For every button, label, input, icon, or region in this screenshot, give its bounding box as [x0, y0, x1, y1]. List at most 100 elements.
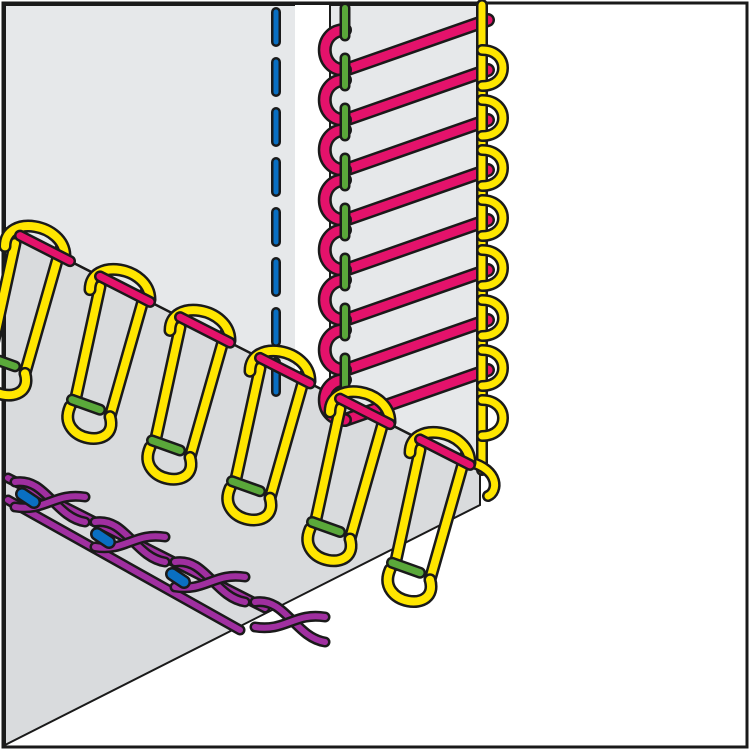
yellow-top-loop: [403, 425, 477, 470]
yellow-leg-core: [71, 282, 104, 406]
pink-edge-segment-core: [416, 435, 474, 469]
yellow-leg: [423, 450, 472, 587]
yellow-leg-core: [391, 445, 424, 569]
yellow-corner-loop-core: [466, 458, 499, 500]
green-tie: [0, 354, 21, 373]
yellow-top-loop-core: [406, 428, 474, 467]
pink-edge-loop: [317, 123, 352, 177]
yellow-edge-loop: [476, 94, 509, 142]
chain-loop: [9, 490, 91, 514]
pink-edge-loop-core: [320, 75, 350, 125]
pink-edge-segment-core: [256, 354, 314, 387]
chain-needle-knot: [165, 567, 191, 589]
chain-needle-knot-core: [17, 489, 39, 507]
yellow-bottom-loop: [0, 366, 33, 402]
yellow-edge-loop: [476, 144, 509, 192]
yellow-leg-core: [0, 239, 19, 332]
yellow-leg-core: [426, 452, 469, 584]
yellow-leg: [263, 368, 312, 505]
yellow-leg-core: [186, 330, 229, 462]
yellow-edge-loop-core: [478, 196, 507, 240]
pink-diagonal-bar: [338, 213, 495, 277]
pink-edge-segment-core: [96, 272, 154, 306]
horizontal-overlock-band: [0, 219, 477, 608]
yellow-top-loop: [0, 219, 72, 263]
yellow-top-loop-core: [86, 265, 154, 304]
pink-edge-loop: [317, 173, 352, 227]
green-tie-core: [388, 559, 424, 577]
pink-edge-segment-core: [336, 395, 394, 428]
pink-edge-loop-core: [320, 175, 350, 225]
yellow-edge-loop-core: [478, 246, 507, 290]
yellow-edge-loop-core: [478, 346, 507, 390]
yellow-edge-loop: [476, 44, 509, 92]
chain-needle-knot: [90, 527, 116, 549]
pink-diagonal-bar: [338, 113, 495, 177]
pink-diagonal-bar: [338, 313, 495, 377]
green-tie-core: [148, 436, 184, 454]
yellow-bottom-loop: [61, 400, 118, 445]
yellow-edge-loop: [476, 344, 509, 392]
pink-edge-loop-core: [320, 325, 350, 375]
chain-loop: [89, 530, 171, 554]
pink-edge-segment: [174, 311, 236, 349]
chain-loop-core: [92, 533, 168, 551]
yellow-leg: [148, 320, 187, 449]
pink-edge-loop: [317, 23, 352, 77]
pink-diagonal-bar-core: [340, 215, 493, 275]
pink-edge-loop-core: [320, 225, 350, 275]
yellow-top-loop-core: [326, 387, 394, 426]
pink-diagonal-bar-core: [340, 165, 493, 225]
green-tie: [66, 393, 106, 416]
yellow-edge-loop-core: [478, 96, 507, 140]
yellow-leg-core: [21, 246, 64, 378]
yellow-top-loop: [163, 303, 237, 347]
pink-diagonal-bar-core: [340, 65, 493, 125]
pink-edge-segment-core: [16, 232, 74, 265]
yellow-edge-loop-core: [478, 296, 507, 340]
yellow-leg: [18, 243, 67, 380]
yellow-bottom-loop: [301, 522, 358, 568]
pink-edge-loop: [317, 223, 352, 277]
yellow-leg-core: [346, 411, 389, 543]
pink-edge-loop: [317, 73, 352, 127]
yellow-leg: [183, 327, 232, 464]
pink-edge-loop: [317, 273, 352, 327]
yellow-edge-loop-core: [478, 46, 507, 90]
yellow-bottom-loop-core: [143, 443, 195, 484]
pink-diagonal-bar-core: [340, 315, 493, 375]
chain-needle-knot: [15, 487, 41, 509]
yellow-top-loop-core: [166, 306, 234, 345]
green-tie: [306, 515, 346, 538]
pink-diagonal-bar: [338, 63, 495, 127]
pink-edge-segment: [254, 351, 316, 390]
chain-lower-thread-core: [5, 497, 243, 633]
pink-diagonal-bar: [338, 163, 495, 227]
yellow-leg: [0, 236, 22, 343]
yellow-edge-loop-core: [478, 396, 507, 440]
fabric-fold-edge: [4, 226, 481, 472]
yellow-leg: [308, 402, 347, 531]
yellow-bottom-loop-core: [223, 484, 275, 524]
yellow-edge-loop-core: [478, 146, 507, 190]
yellow-leg-core: [151, 323, 184, 447]
pink-edge-loop-core: [320, 25, 350, 75]
chain-lower-thread: [2, 494, 246, 636]
yellow-edge-loop: [476, 194, 509, 242]
pink-edge-loop-core: [320, 275, 350, 325]
yellow-edge-loop: [476, 294, 509, 342]
pink-edge-segment: [14, 229, 76, 268]
yellow-leg-core: [106, 289, 149, 421]
yellow-leg: [228, 361, 267, 490]
chain-loop: [249, 610, 331, 634]
yellow-edge-loop: [476, 394, 509, 442]
yellow-bottom-loop-core: [303, 524, 355, 565]
chain-needle-knot-core: [167, 569, 189, 587]
pink-diagonal-bar: [338, 263, 495, 327]
yellow-bottom-loop: [381, 563, 438, 608]
yellow-leg-core: [266, 371, 309, 503]
green-tie-core: [228, 477, 264, 495]
yellow-corner-loop: [464, 456, 501, 502]
